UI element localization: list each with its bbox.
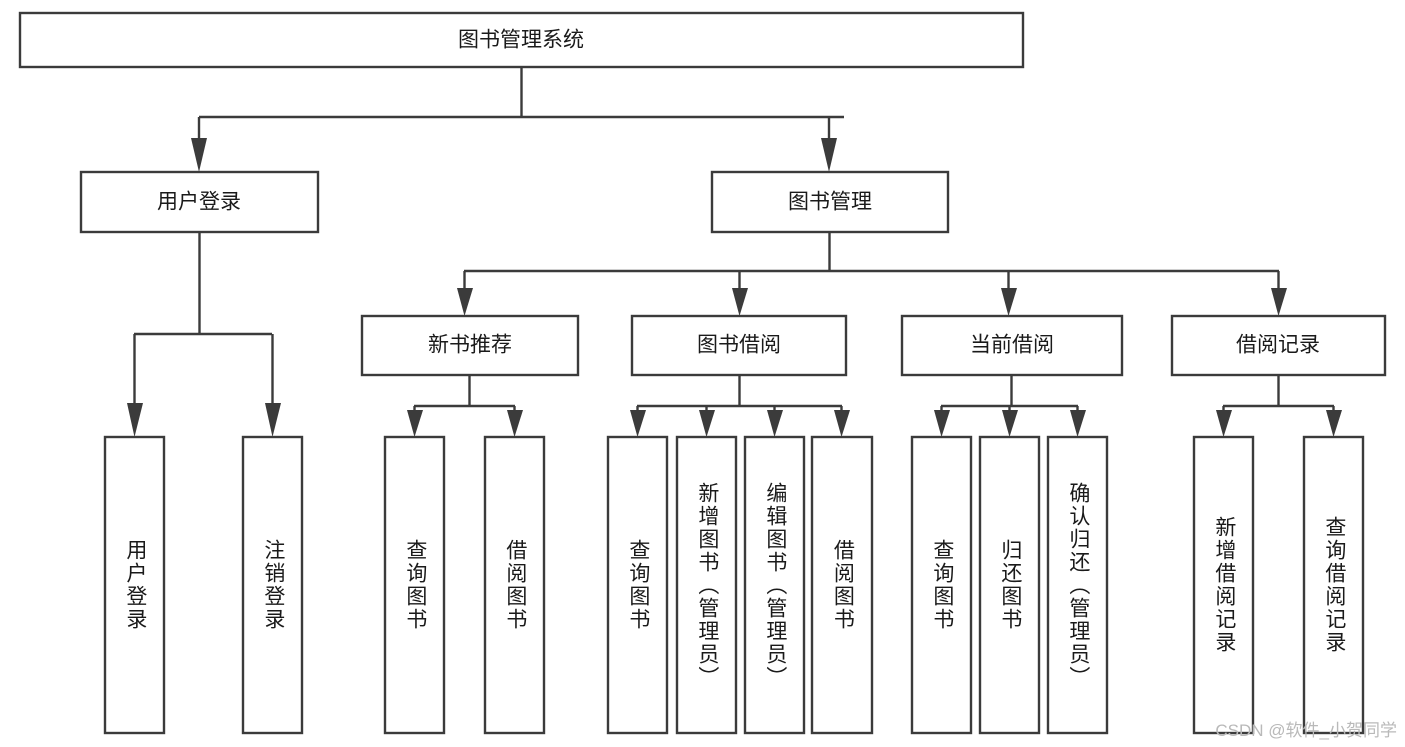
node-root-label: 图书管理系统 [458, 29, 584, 52]
arrow-head-leaf-return-book [1002, 410, 1018, 437]
arrow-head-leaf-user-login [127, 403, 143, 437]
node-book-manage-label: 图书管理 [788, 191, 872, 214]
arrow-head-leaf-query-record [1326, 410, 1342, 437]
node-new-book-recommend-label: 新书推荐 [428, 334, 512, 357]
arrow-head-user-login [191, 138, 207, 172]
node-book-borrow-box[interactable] [630, 314, 848, 377]
watermark-label: CSDN @软件_小贺同学 [1215, 721, 1397, 740]
node-root-box[interactable] [18, 11, 1025, 69]
connector-group-book-borrow [630, 375, 850, 437]
node-leaf-confirm-return-box[interactable] [1046, 435, 1109, 735]
arrow-head-leaf-confirm-return [1070, 410, 1086, 437]
arrow-head-leaf-borrow-book-1 [507, 410, 523, 437]
arrow-head-leaf-edit-book [767, 410, 783, 437]
connector-group-root [191, 67, 844, 172]
node-user-login-box[interactable] [79, 170, 320, 234]
node-current-borrow-label: 当前借阅 [970, 334, 1054, 357]
connector-group-new-book-recommend [407, 375, 523, 437]
arrow-head-leaf-query-book-3 [934, 410, 950, 437]
arrow-head-book-borrow [732, 288, 748, 316]
connector-group-current-borrow [934, 375, 1086, 437]
arrow-head-leaf-query-book-2 [630, 410, 646, 437]
arrow-head-book-manage [821, 138, 837, 172]
connector-group-book-manage [457, 232, 1287, 316]
node-leaf-user-logout-box[interactable] [241, 435, 304, 735]
node-leaf-query-record-box[interactable] [1302, 435, 1365, 735]
node-leaf-user-login-box[interactable] [103, 435, 166, 735]
connector-group-user-login [127, 232, 281, 437]
arrow-head-leaf-borrow-book-2 [834, 410, 850, 437]
arrow-head-leaf-add-book [699, 410, 715, 437]
node-leaf-add-record-box[interactable] [1192, 435, 1255, 735]
node-leaf-query-book-3-box[interactable] [910, 435, 973, 735]
connector-group-borrow-record [1216, 375, 1342, 437]
node-leaf-query-book-2-box[interactable] [606, 435, 669, 735]
node-leaf-add-book-box[interactable] [675, 435, 738, 735]
node-user-login-label: 用户登录 [157, 191, 241, 214]
node-new-book-recommend-box[interactable] [360, 314, 580, 377]
node-leaf-borrow-book-2-box[interactable] [810, 435, 874, 735]
node-borrow-record-label: 借阅记录 [1236, 334, 1320, 357]
arrow-head-leaf-user-logout [265, 403, 281, 437]
arrow-head-borrow-record [1271, 288, 1287, 316]
arrow-head-current-borrow [1001, 288, 1017, 316]
node-book-borrow-label: 图书借阅 [697, 334, 781, 357]
node-book-manage-box[interactable] [710, 170, 950, 234]
node-leaf-return-book-box[interactable] [978, 435, 1041, 735]
arrow-head-leaf-query-book-1 [407, 410, 423, 437]
arrow-head-new-book-recommend [457, 288, 473, 316]
node-leaf-query-book-1-box[interactable] [383, 435, 446, 735]
node-borrow-record-box[interactable] [1170, 314, 1387, 377]
node-leaf-edit-book-box[interactable] [743, 435, 806, 735]
node-current-borrow-box[interactable] [900, 314, 1124, 377]
arrow-head-leaf-add-record [1216, 410, 1232, 437]
node-leaf-borrow-book-1-box[interactable] [483, 435, 546, 735]
